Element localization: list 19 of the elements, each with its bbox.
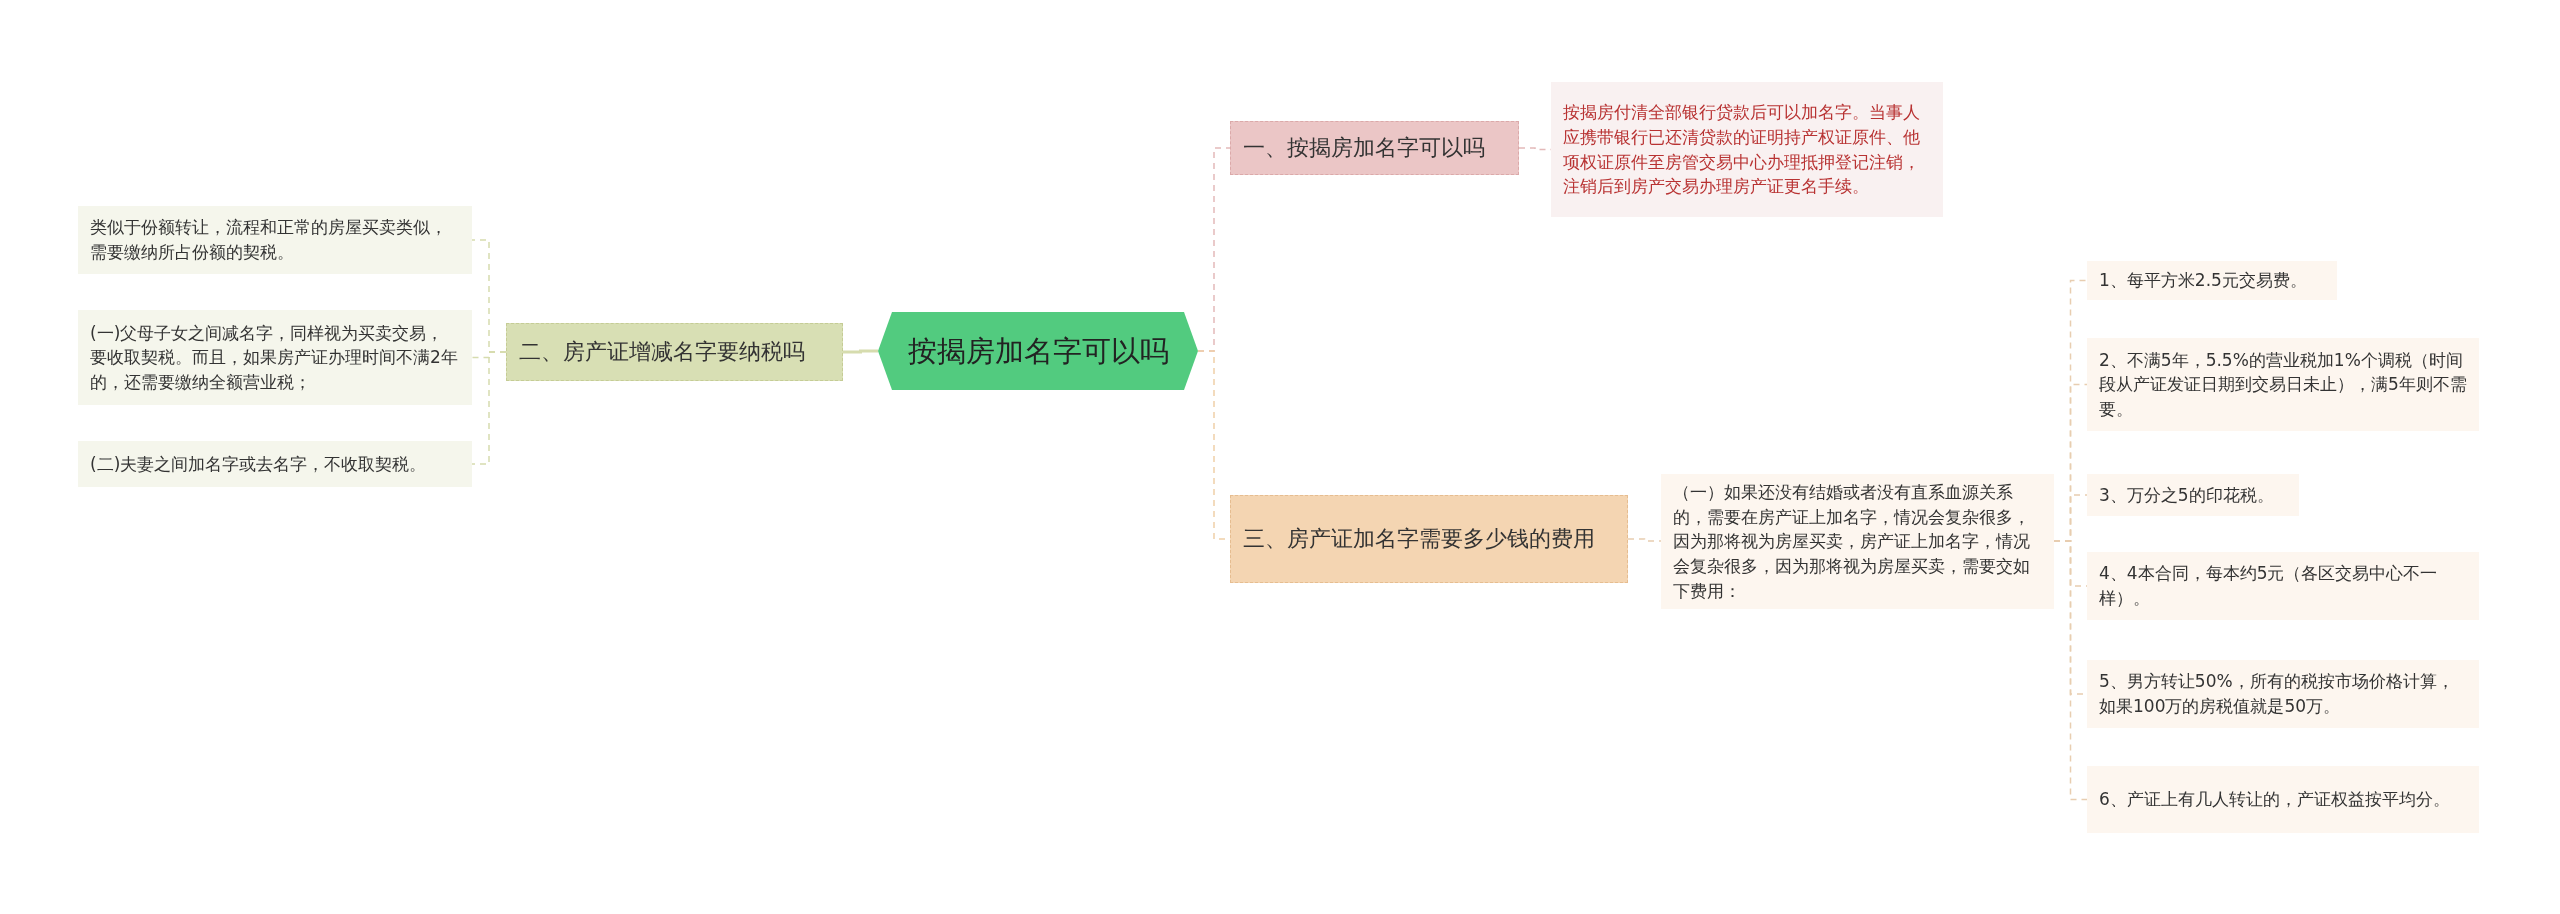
note-box: 1、每平方米2.5元交易费。 — [2087, 261, 2337, 300]
branch-box: 二、房产证增减名字要纳税吗 — [506, 323, 843, 381]
note-box: 按揭房付清全部银行贷款后可以加名字。当事人应携带银行已还清贷款的证明持产权证原件、他项权证原件至房管交易中心办理抵押登记注销，注销后到房产交易办理房产证更名手续。 — [1551, 82, 1943, 217]
note-box: 6、产证上有几人转让的，产证权益按平均分。 — [2087, 766, 2479, 833]
connector-line — [471, 351, 507, 465]
note-box: （一）如果还没有结婚或者没有直系血源关系的，需要在房产证上加名字，情况会复杂很多，因为那将视为房屋买卖，房产证上加名字，情况会复杂很多，因为那将视为房屋买卖，需要交如下费用： — [1661, 474, 2054, 610]
branch-box: 三、房产证加名字需要多少钱的费用 — [1230, 495, 1628, 583]
connector-line — [1627, 538, 1662, 542]
connector-line — [2053, 540, 2088, 801]
note-box: 类似于份额转让，流程和正常的房屋买卖类似，需要缴纳所占份额的契税。 — [78, 206, 472, 274]
connector-line — [843, 349, 878, 354]
note-box: 2、不满5年，5.5%的营业税加1%个调税（时间段从产证发证日期到交易日未止），满5年则不需要。 — [2087, 338, 2479, 431]
note-box: 4、4本合同，每本约5元（各区交易中心不一样）。 — [2087, 552, 2479, 620]
central-topic-hexagon: 按揭房加名字可以吗 — [878, 312, 1198, 390]
note-box: (二)夫妻之间加名字或去名字，不收取契税。 — [78, 441, 472, 487]
branch-box: 一、按揭房加名字可以吗 — [1230, 121, 1519, 175]
note-box: 5、男方转让50%，所有的税按市场价格计算，如果100万的房税值就是50万。 — [2087, 660, 2479, 728]
note-box: (一)父母子女之间减名字，同样视为买卖交易，要收取契税。而且，如果房产证办理时间不满2年的，还需要缴纳全额营业税； — [78, 310, 472, 405]
note-box: 3、万分之5的印花税。 — [2087, 474, 2299, 516]
